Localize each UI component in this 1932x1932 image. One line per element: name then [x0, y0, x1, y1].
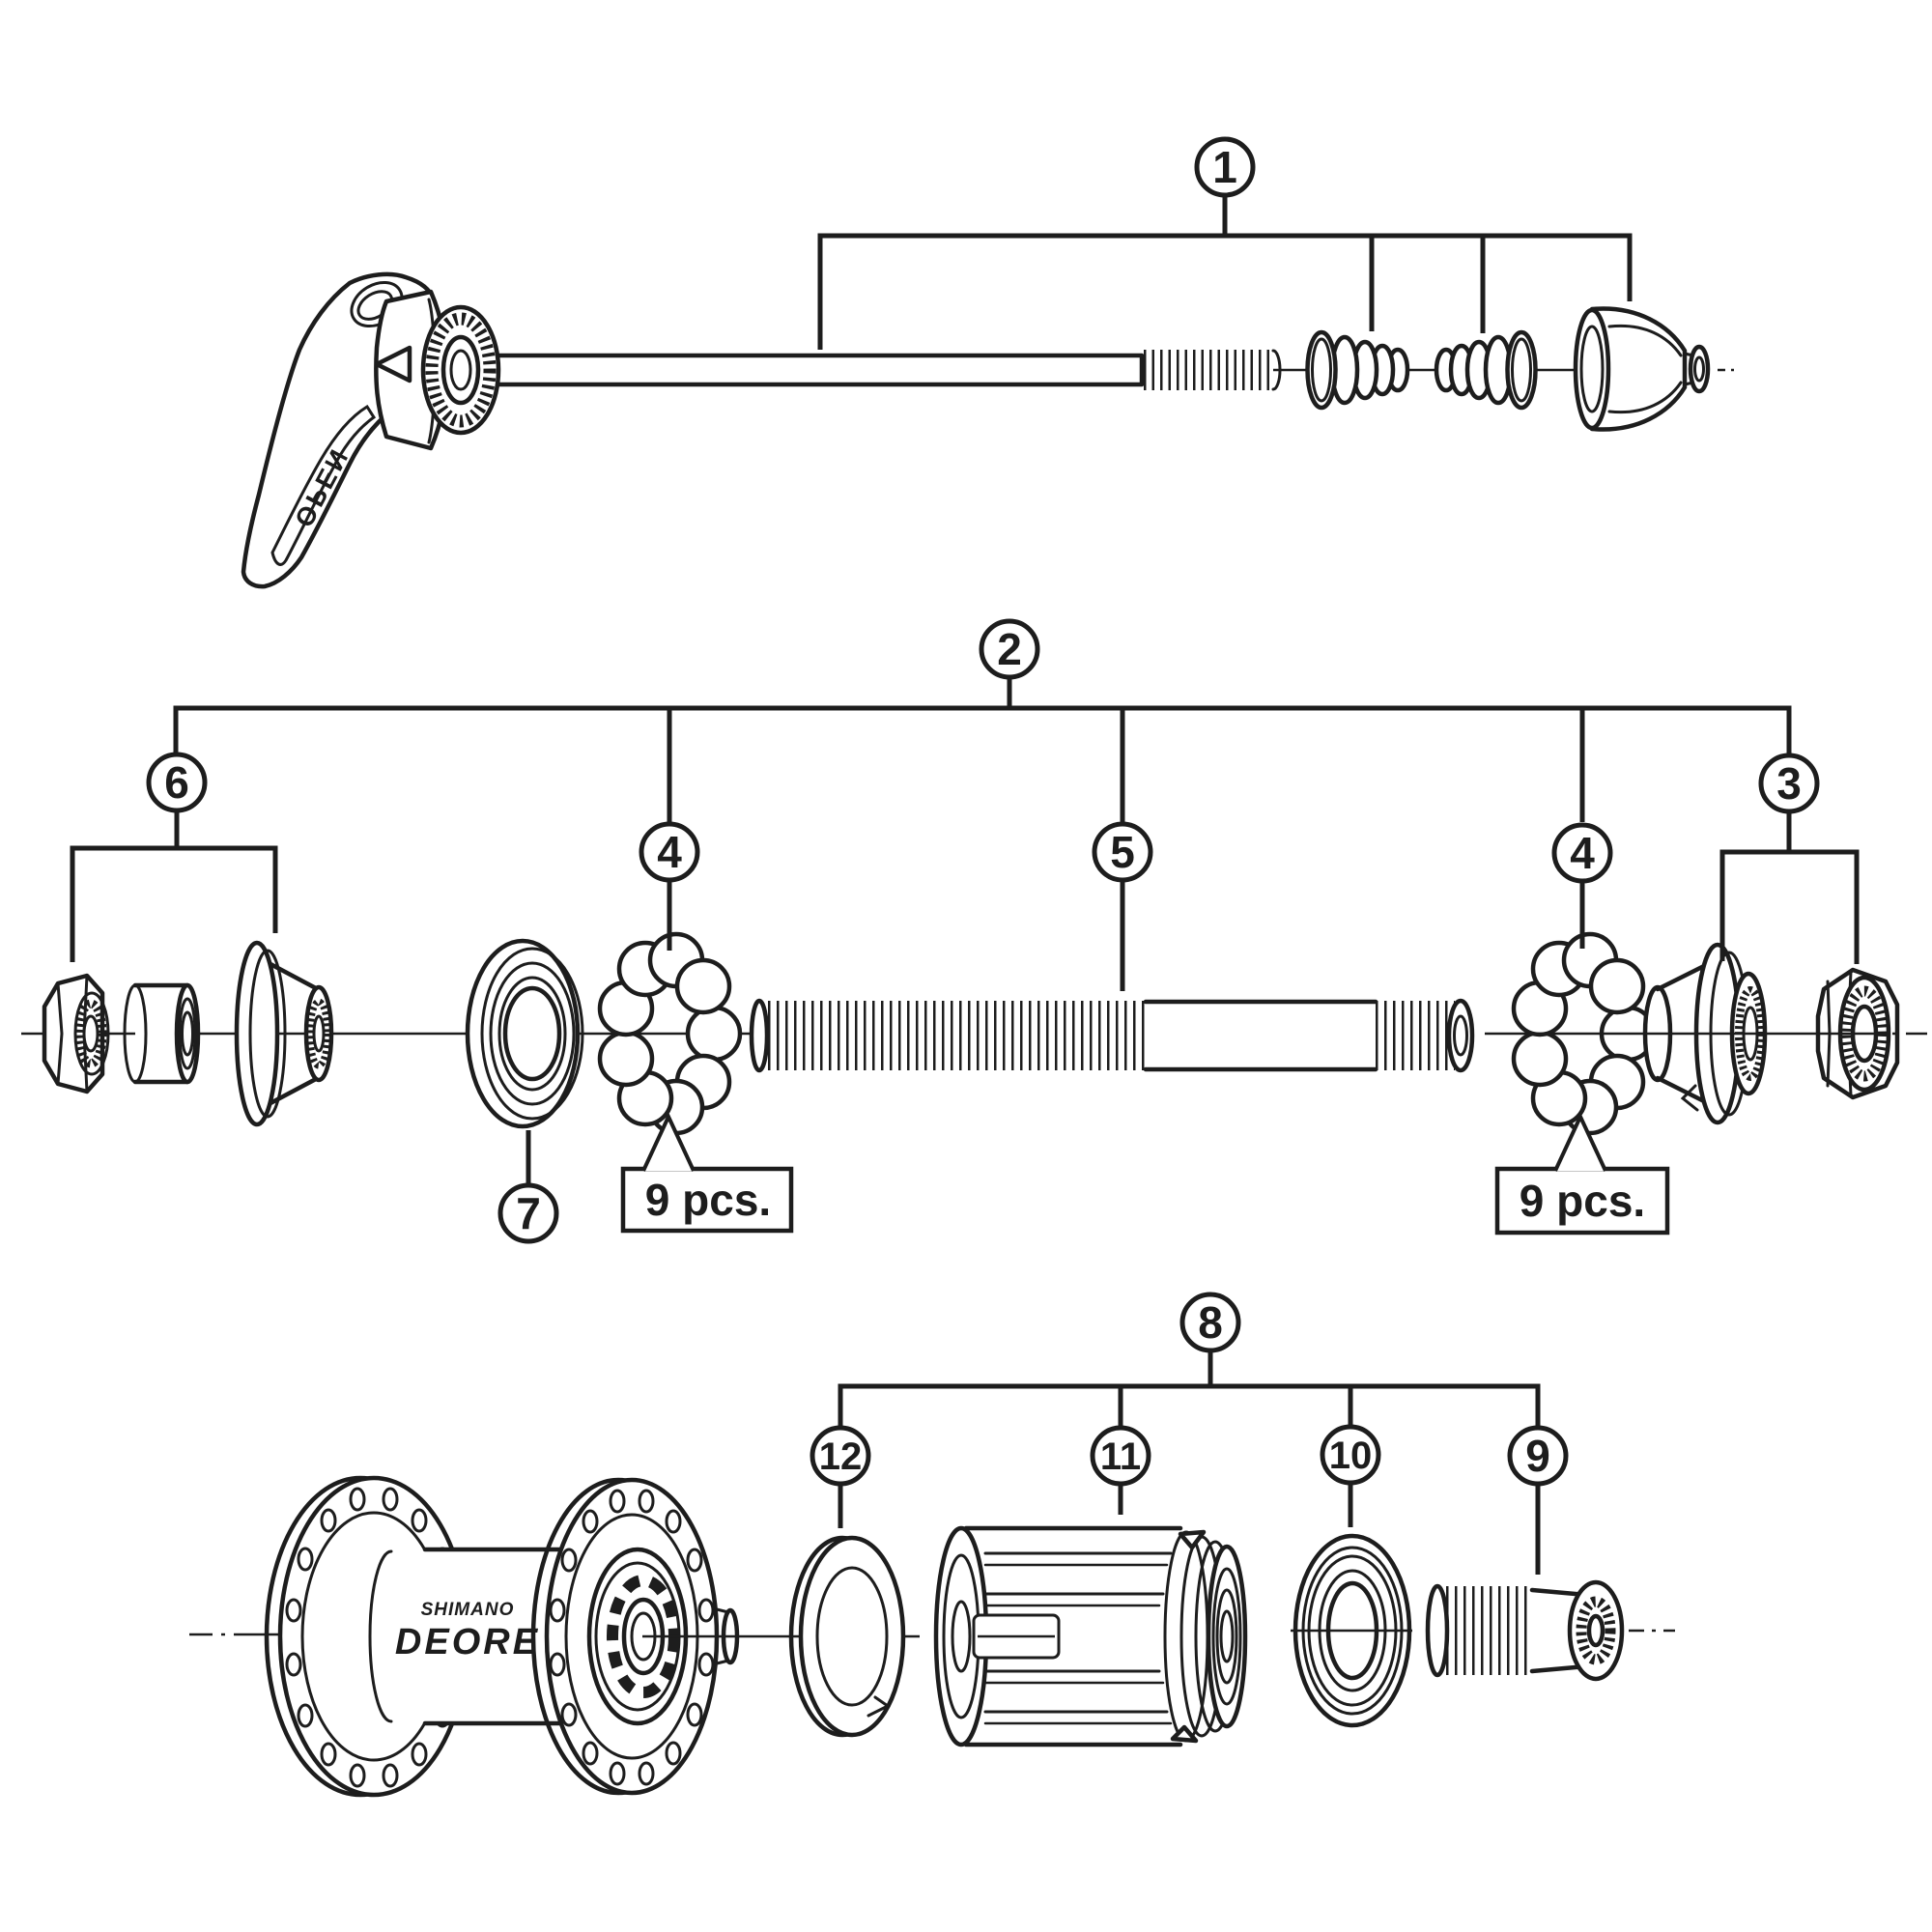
- seal-ring: [465, 938, 584, 1129]
- skewer-threads: [1144, 349, 1282, 391]
- callout-5: 5: [1092, 821, 1153, 883]
- svg-text:6: 6: [164, 757, 189, 808]
- hub-series-text: DEORE: [395, 1622, 540, 1662]
- callout-2: 2: [979, 618, 1040, 680]
- right-flange-spoke-holes: [549, 1489, 715, 1786]
- quick-release-lever: OPEN: [241, 271, 449, 589]
- hub-shell: SHIMANO DEORE: [264, 1475, 740, 1798]
- hub-brand-text: SHIMANO: [421, 1600, 515, 1620]
- axle-locknut-left: [42, 973, 110, 1094]
- callout-3: 3: [1758, 753, 1820, 814]
- svg-text:9: 9: [1525, 1431, 1550, 1481]
- callout-4-right: 4: [1551, 822, 1613, 884]
- quantity-label-right: 9 pcs.: [1520, 1176, 1645, 1226]
- axle-cone-left: [234, 940, 334, 1127]
- svg-text:4: 4: [1570, 828, 1595, 878]
- axle-spacer: [123, 982, 201, 1085]
- skewer-spring-left: [1305, 329, 1410, 411]
- callout-10: 10: [1320, 1424, 1381, 1486]
- spacer-tube: [1425, 1579, 1625, 1682]
- callout-6: 6: [146, 752, 208, 813]
- svg-text:5: 5: [1110, 827, 1135, 877]
- svg-text:3: 3: [1776, 758, 1802, 809]
- svg-text:7: 7: [516, 1188, 541, 1238]
- svg-text:1: 1: [1212, 142, 1237, 192]
- callout-12: 12: [810, 1425, 871, 1487]
- quantity-box-left: 9 pcs.: [620, 1112, 794, 1234]
- callout-11: 11: [1090, 1425, 1151, 1487]
- skewer-end-nut: [1573, 306, 1711, 432]
- axle: [749, 998, 1475, 1073]
- lever-serrated-ring: [420, 304, 501, 436]
- skewer-spring-right: [1434, 329, 1538, 411]
- svg-text:2: 2: [997, 624, 1022, 674]
- svg-text:11: 11: [1100, 1435, 1141, 1478]
- ball-cage-left: [597, 931, 743, 1136]
- svg-text:10: 10: [1329, 1435, 1373, 1477]
- spacer-washer: [788, 1535, 906, 1738]
- quantity-box-right: 9 pcs.: [1494, 1112, 1670, 1236]
- bracket-2: [70, 678, 1860, 991]
- svg-text:8: 8: [1198, 1297, 1223, 1348]
- skewer-rod: [472, 353, 1145, 387]
- callout-4-left: 4: [639, 821, 700, 883]
- callout-7: 7: [497, 1130, 559, 1244]
- svg-text:4: 4: [657, 827, 682, 877]
- quantity-label-left: 9 pcs.: [645, 1175, 771, 1225]
- bracket-1: [817, 196, 1633, 350]
- callout-9: 9: [1507, 1425, 1569, 1487]
- callout-1: 1: [1194, 136, 1256, 198]
- svg-text:12: 12: [819, 1435, 863, 1478]
- bracket-8: [838, 1350, 1541, 1575]
- callout-8: 8: [1179, 1292, 1241, 1353]
